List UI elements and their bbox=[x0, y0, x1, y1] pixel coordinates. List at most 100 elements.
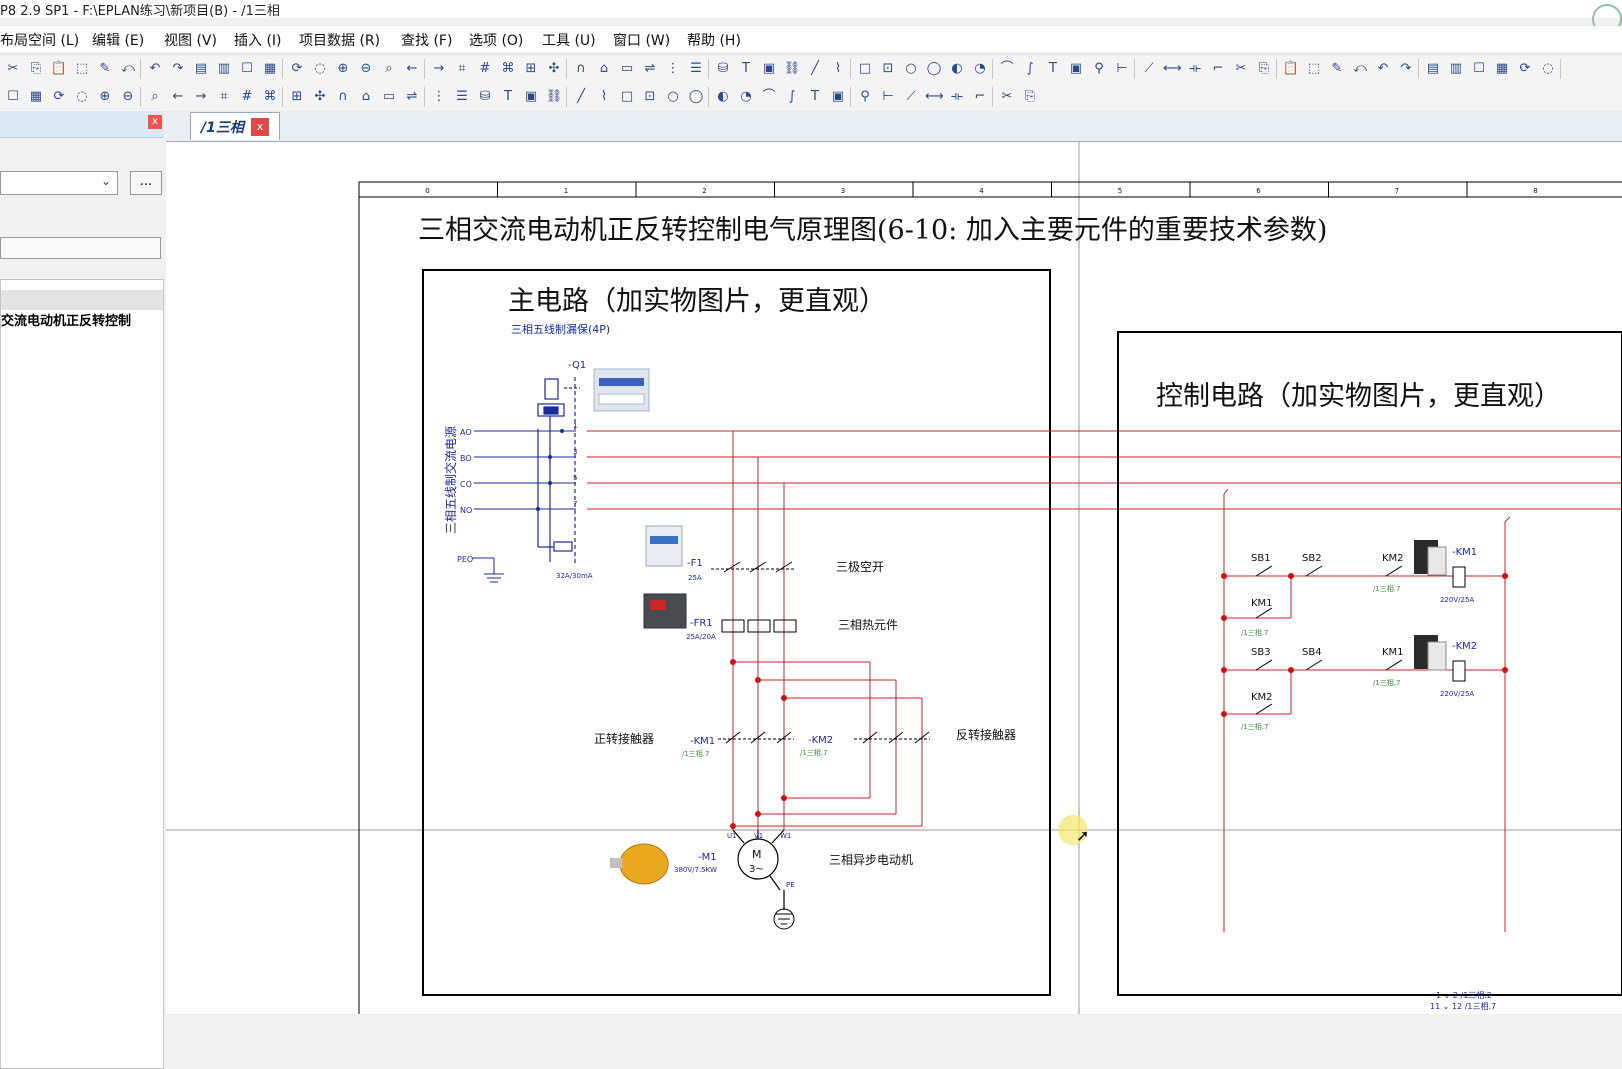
select-icon[interactable]: ⬚ bbox=[1307, 61, 1321, 76]
page2-icon[interactable]: ▥ bbox=[217, 61, 231, 76]
more-icon[interactable]: ⋮ bbox=[432, 89, 446, 104]
control-contacts[interactable] bbox=[1255, 565, 1403, 715]
menu-view[interactable]: 视图 (V) bbox=[164, 33, 217, 49]
hash-icon[interactable]: # bbox=[241, 89, 253, 104]
cut-icon[interactable]: ✂ bbox=[1235, 61, 1247, 76]
box-icon[interactable]: ☐ bbox=[7, 89, 19, 104]
spline-icon[interactable]: ∫ bbox=[788, 89, 796, 104]
arc2-icon[interactable]: ◔ bbox=[740, 89, 752, 104]
text-icon[interactable]: T bbox=[742, 61, 750, 76]
km1-contacts[interactable] bbox=[718, 731, 794, 744]
back-icon[interactable]: ← bbox=[406, 61, 418, 76]
fr1-thermal-symbol[interactable] bbox=[721, 619, 797, 633]
spline-icon[interactable]: ∫ bbox=[1026, 61, 1034, 76]
link-icon[interactable]: ⛓ bbox=[545, 89, 563, 104]
back-icon[interactable]: ← bbox=[172, 89, 184, 104]
frame-icon[interactable]: ⊡ bbox=[644, 89, 656, 104]
measure2-icon[interactable]: ⟛ bbox=[951, 89, 963, 104]
grid2-icon[interactable]: ⌗ bbox=[458, 61, 466, 76]
zoom-icon[interactable]: ⌕ bbox=[385, 61, 393, 76]
menu-edit[interactable]: 编辑 (E) bbox=[92, 33, 145, 49]
grid3-icon[interactable]: ⊞ bbox=[291, 89, 303, 104]
magnet-icon[interactable]: ∩ bbox=[338, 89, 348, 104]
image2-icon[interactable]: ▣ bbox=[831, 89, 845, 104]
copy-icon[interactable]: ⎘ bbox=[1024, 89, 1036, 104]
page-tree[interactable]: 交流电动机正反转控制 bbox=[0, 279, 164, 1069]
zoom-out-icon[interactable]: ⊖ bbox=[360, 61, 372, 76]
box-icon[interactable]: ☐ bbox=[241, 61, 253, 76]
undo-icon[interactable]: ⤺ bbox=[1353, 61, 1367, 76]
q1-breaker-symbol[interactable] bbox=[537, 377, 580, 566]
text2-icon[interactable]: T bbox=[1049, 61, 1057, 76]
db-icon[interactable]: ⛁ bbox=[479, 89, 491, 104]
tab-close-icon[interactable]: x bbox=[251, 118, 269, 136]
copy-icon[interactable]: ⎘ bbox=[1258, 61, 1270, 76]
menu-options[interactable]: 选项 (O) bbox=[469, 33, 524, 49]
measure-icon[interactable]: ⟷ bbox=[925, 89, 944, 104]
list-icon[interactable]: ☰ bbox=[690, 61, 702, 76]
ellipse-icon[interactable]: ◯ bbox=[688, 89, 704, 104]
grid-icon[interactable]: ▦ bbox=[29, 89, 43, 104]
list-icon[interactable]: ☰ bbox=[456, 89, 468, 104]
line-icon[interactable]: ╱ bbox=[811, 61, 819, 76]
edit-icon[interactable]: ✎ bbox=[99, 61, 111, 76]
ellipse-icon[interactable]: ◯ bbox=[926, 61, 942, 76]
tab-page-1[interactable]: /1三相 x bbox=[190, 112, 280, 140]
snap-icon[interactable]: ✣ bbox=[548, 61, 560, 76]
page-icon[interactable]: ▤ bbox=[194, 61, 208, 76]
tree-item-project[interactable]: 交流电动机正反转控制 bbox=[1, 314, 132, 329]
cut-icon[interactable]: ✂ bbox=[7, 61, 19, 76]
redo-icon[interactable]: ↷ bbox=[172, 61, 184, 76]
image-icon[interactable]: ▣ bbox=[524, 89, 538, 104]
menu-find[interactable]: 查找 (F) bbox=[401, 33, 453, 49]
swap-icon[interactable]: ⇌ bbox=[644, 61, 656, 76]
menu-tools[interactable]: 工具 (U) bbox=[542, 33, 596, 49]
menu-help[interactable]: 帮助 (H) bbox=[687, 33, 741, 49]
menu-window[interactable]: 窗口 (W) bbox=[613, 33, 671, 49]
home-icon[interactable]: ⌂ bbox=[599, 61, 609, 76]
circle-icon[interactable]: ◌ bbox=[1542, 61, 1554, 76]
poly-icon[interactable]: ⌇ bbox=[600, 89, 608, 104]
menu-layout-space[interactable]: 布局空间 (L) bbox=[0, 33, 80, 49]
page-icon[interactable]: ▤ bbox=[1426, 61, 1440, 76]
cmd-icon[interactable]: ⌘ bbox=[501, 61, 515, 76]
image2-icon[interactable]: ▣ bbox=[1069, 61, 1083, 76]
text-icon[interactable]: T bbox=[504, 89, 512, 104]
km1-hold-ref[interactable]: /1三相.7 bbox=[1241, 628, 1269, 637]
refresh-icon[interactable]: ⟳ bbox=[53, 89, 65, 104]
menu-project-data[interactable]: 项目数据 (R) bbox=[299, 33, 381, 49]
pin-icon[interactable]: ⚲ bbox=[1094, 61, 1104, 76]
forward-icon[interactable]: → bbox=[433, 61, 445, 76]
zoom-icon[interactable]: ⌕ bbox=[151, 89, 159, 104]
square-icon[interactable]: □ bbox=[858, 61, 872, 76]
swap-icon[interactable]: ⇌ bbox=[406, 89, 418, 104]
angle-icon[interactable]: ⌐ bbox=[974, 89, 986, 104]
grid2-icon[interactable]: ⌗ bbox=[220, 89, 228, 104]
km2-contacts[interactable] bbox=[854, 731, 930, 744]
filter-input[interactable] bbox=[0, 237, 161, 259]
undo2-icon[interactable]: ↶ bbox=[149, 61, 161, 76]
box-icon[interactable]: ☐ bbox=[1473, 61, 1485, 76]
panel-close-icon[interactable]: x bbox=[148, 115, 162, 129]
db-icon[interactable]: ⛁ bbox=[717, 61, 729, 76]
motor-symbol[interactable] bbox=[732, 829, 785, 910]
filter-select[interactable]: ⌄ bbox=[0, 171, 118, 195]
grid-icon[interactable]: ▦ bbox=[1495, 61, 1509, 76]
measure-icon[interactable]: ⟷ bbox=[1163, 61, 1182, 76]
dim-icon[interactable]: ⊢ bbox=[882, 89, 894, 104]
curve-icon[interactable]: ⌒ bbox=[762, 89, 776, 104]
km1-interlock-ref[interactable]: /1三相.7 bbox=[1373, 678, 1401, 687]
image-icon[interactable]: ▣ bbox=[762, 61, 776, 76]
curve-icon[interactable]: ⌒ bbox=[1000, 61, 1014, 76]
coil-symbols[interactable] bbox=[1452, 566, 1466, 682]
circle-icon[interactable]: ◌ bbox=[76, 89, 88, 104]
arc2-icon[interactable]: ◔ bbox=[974, 61, 986, 76]
square-icon[interactable]: □ bbox=[620, 89, 634, 104]
line-icon[interactable]: ╱ bbox=[577, 89, 585, 104]
cut-icon[interactable]: ✂ bbox=[1001, 89, 1013, 104]
page2-icon[interactable]: ▥ bbox=[1449, 61, 1463, 76]
edit-icon[interactable]: ✎ bbox=[1331, 61, 1343, 76]
zoom-in-icon[interactable]: ⊕ bbox=[99, 89, 111, 104]
slant-icon[interactable]: ⟋ bbox=[1144, 61, 1154, 76]
km2-interlock-ref[interactable]: /1三相.7 bbox=[1373, 584, 1401, 593]
